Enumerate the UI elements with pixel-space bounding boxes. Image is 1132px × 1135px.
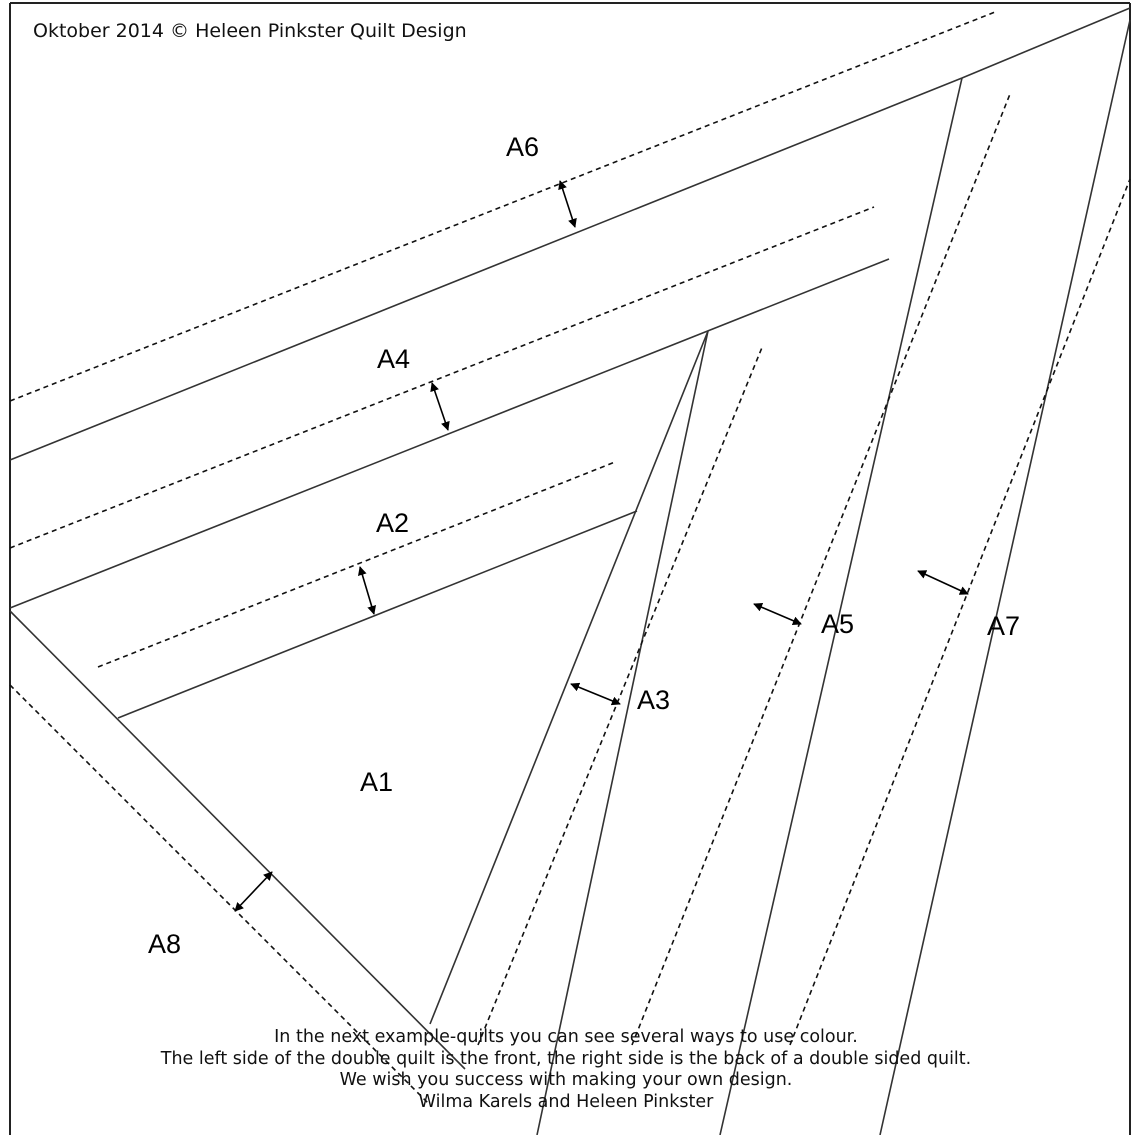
dash-a2 [97,461,616,668]
label-a6: A6 [506,132,539,162]
seam-a6-edge [961,7,1131,79]
arrow-a8 [234,871,273,912]
footer-line-4: Wilma Karels and Heleen Pinkster [418,1091,714,1112]
seam-a4-a6 [9,77,963,461]
seam-a1-a3 [429,330,709,1025]
label-a3: A3 [637,685,670,715]
footer-line-2: The left side of the double quilt is the… [160,1048,972,1069]
seam-a1-a8 [9,610,466,1070]
seam-a5-a7 [719,77,963,1135]
seam-a3-a5 [536,330,709,1135]
dash-a7 [789,178,1131,1046]
footer-line-3: We wish you success with making your own… [339,1070,793,1090]
seam-a2-a4 [9,258,890,609]
seam-a1-a2 [117,510,638,719]
arrow-a6 [558,180,577,228]
dash-a3 [477,344,764,1046]
label-a1: A1 [360,767,393,797]
arrow-a2 [357,566,377,615]
footer-text: In the next example-quilts you can see s… [0,1027,1132,1113]
label-a2: A2 [376,508,409,538]
copyright-header: Oktober 2014 © Heleen Pinkster Quilt Des… [33,20,467,42]
footer-line-1: In the next example-quilts you can see s… [274,1027,858,1047]
label-a8: A8 [148,929,181,959]
arrow-a3 [570,682,621,706]
dash-a4 [9,206,875,549]
label-a7: A7 [987,611,1020,641]
dash-a6 [9,11,996,402]
label-a5: A5 [821,609,854,639]
dash-a5 [631,93,1011,1046]
arrow-a5 [753,603,802,625]
seam-a7-edge [879,19,1131,1135]
arrow-a7 [917,570,969,595]
label-a4: A4 [377,344,410,374]
arrow-a4 [430,382,450,431]
